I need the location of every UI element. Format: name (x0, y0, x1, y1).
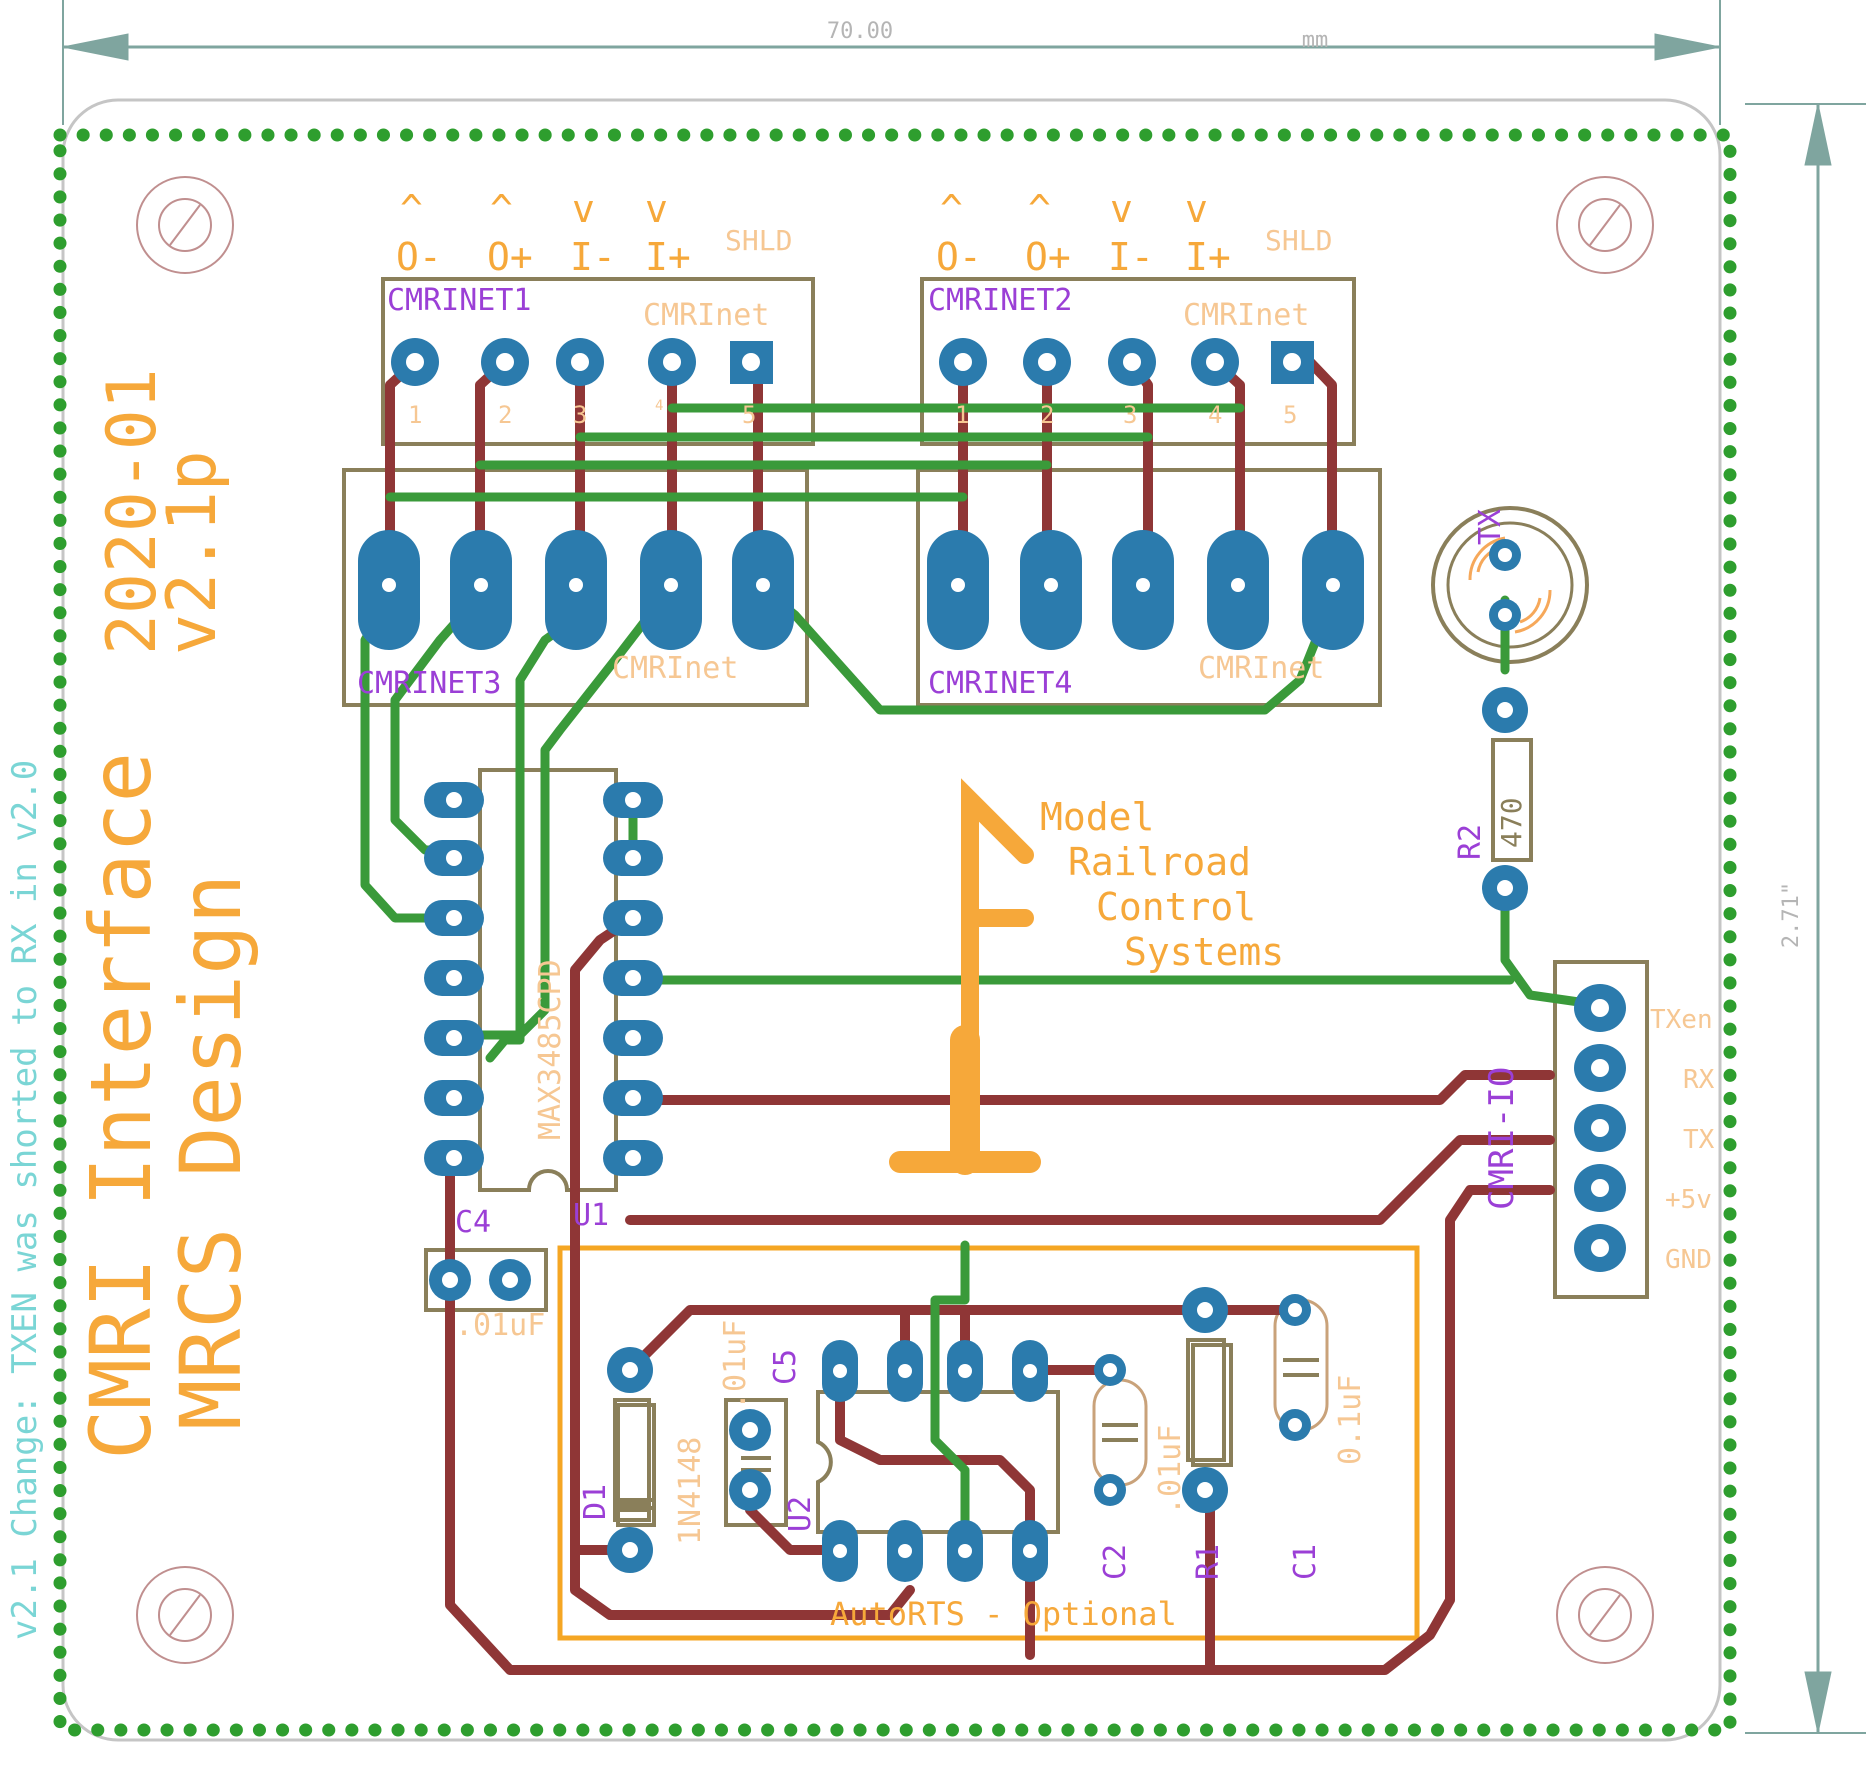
c5-name: C5 (768, 1349, 803, 1385)
svg-text:^: ^ (490, 187, 513, 231)
d1-cathode-band (615, 1500, 649, 1512)
svg-text:^: ^ (940, 187, 963, 231)
c2-value: .01uF (1153, 1425, 1188, 1515)
board-subtitle: MRCS Design (162, 874, 260, 1430)
cmrinet3-name: CMRINET3 (357, 666, 502, 701)
r1-body (1186, 1338, 1226, 1462)
board-title: CMRI Interface (72, 752, 170, 1460)
ground-pour-border (53, 128, 1737, 1737)
mounting-holes (136, 176, 1654, 1664)
c4-value: .01uF (455, 1308, 545, 1343)
dimension-height-label: 2.71" (1779, 882, 1804, 948)
shield-label-right: SHLD (1265, 224, 1332, 257)
svg-text:O+: O+ (487, 235, 533, 279)
logo-line-control: Control (1096, 885, 1256, 929)
svg-text:1: 1 (408, 401, 422, 429)
c4-name: C4 (455, 1205, 491, 1240)
svg-text:3: 3 (1123, 401, 1137, 429)
terminal-labels-left: ^ ^ v v O- O+ I- I+ (396, 187, 691, 279)
dimension-unit-label: mm (1302, 28, 1329, 53)
cmrinet1-pin-numbers: 1 2 3 4 5 (408, 398, 756, 429)
cmri-io-pin-labels: TXen RX TX +5v GND (1650, 1005, 1715, 1275)
mrcs-logo (889, 778, 1041, 1175)
svg-text:v: v (1185, 187, 1208, 231)
tx-led-outline (1431, 506, 1589, 664)
d1-body (613, 1398, 651, 1522)
u1-outline (478, 768, 618, 1192)
svg-text:4: 4 (655, 398, 663, 414)
svg-text:2: 2 (1040, 401, 1054, 429)
svg-text:4: 4 (1208, 401, 1222, 429)
u2-outline (816, 1390, 1060, 1534)
shield-label-left: SHLD (725, 224, 792, 257)
cmrinet2-pin-numbers: 1 2 3 4 5 (955, 401, 1297, 429)
tx-led-name: TX (1473, 509, 1508, 545)
dimension-width-label: 70.00 (827, 19, 893, 44)
cmrinet4-name: CMRINET4 (928, 666, 1073, 701)
change-note: v2.1 Change: TXEN was shorted to RX in v… (5, 760, 45, 1640)
cmrinet2-value: CMRInet (1183, 298, 1309, 333)
logo-line-railroad: Railroad (1068, 840, 1251, 884)
cmrinet3-value: CMRInet (612, 651, 738, 686)
svg-text:O+: O+ (1025, 235, 1071, 279)
svg-text:O-: O- (396, 235, 442, 279)
c1-name: C1 (1288, 1544, 1323, 1580)
svg-text:v: v (1110, 187, 1133, 231)
svg-text:2: 2 (498, 401, 512, 429)
svg-text:GND: GND (1665, 1245, 1712, 1275)
cmrinet4-value: CMRInet (1198, 651, 1324, 686)
logo-line-systems: Systems (1124, 930, 1284, 974)
u1-value: MAX3485CPD (533, 959, 568, 1140)
pad-drills (382, 353, 1609, 1558)
r1-name: R1 (1191, 1544, 1226, 1580)
d1-value: 1N4148 (673, 1437, 708, 1545)
svg-text:^: ^ (1028, 187, 1051, 231)
c1-value: 0.1uF (1333, 1375, 1368, 1465)
autorts-box (557, 1245, 1420, 1641)
svg-text:1: 1 (955, 401, 969, 429)
u2-name: U2 (783, 1496, 818, 1532)
board-version: v2.1p (153, 450, 232, 655)
dimension-lines (62, 0, 1866, 1734)
svg-text:v: v (572, 187, 595, 231)
board-outline (61, 98, 1722, 1742)
cmri-io-name: CMRI-IO (1482, 1067, 1522, 1210)
svg-text:5: 5 (742, 401, 756, 429)
c2-name: C2 (1098, 1544, 1133, 1580)
svg-text:^: ^ (400, 187, 423, 231)
r2-name: R2 (1453, 824, 1488, 860)
svg-text:TX: TX (1683, 1125, 1715, 1155)
svg-text:I-: I- (570, 235, 616, 279)
svg-text:v: v (645, 187, 668, 231)
c5-value: .01uF (718, 1320, 753, 1410)
svg-text:I+: I+ (1185, 235, 1231, 279)
svg-text:O-: O- (936, 235, 982, 279)
d1-name: D1 (578, 1484, 613, 1520)
cmrinet2-name: CMRINET2 (928, 283, 1073, 318)
cmrinet1-value: CMRInet (643, 298, 769, 333)
svg-text:RX: RX (1683, 1065, 1715, 1095)
r2-value: 470 (1495, 797, 1528, 848)
svg-text:5: 5 (1283, 401, 1297, 429)
terminal-labels-right: ^ ^ v v O- O+ I- I+ (936, 187, 1231, 279)
svg-text:+5v: +5v (1665, 1185, 1712, 1215)
tx-led-inner (1446, 521, 1574, 649)
svg-text:I-: I- (1108, 235, 1154, 279)
cmrinet1-name: CMRINET1 (387, 283, 532, 318)
svg-text:I+: I+ (645, 235, 691, 279)
svg-text:3: 3 (573, 401, 587, 429)
u1-name: U1 (573, 1198, 609, 1233)
svg-text:TXen: TXen (1650, 1005, 1713, 1035)
top-traces (360, 403, 1605, 1540)
logo-line-model: Model (1040, 795, 1154, 839)
autorts-label: AutoRTS - Optional (830, 1595, 1177, 1633)
board-date: 2020-01 (93, 368, 172, 655)
